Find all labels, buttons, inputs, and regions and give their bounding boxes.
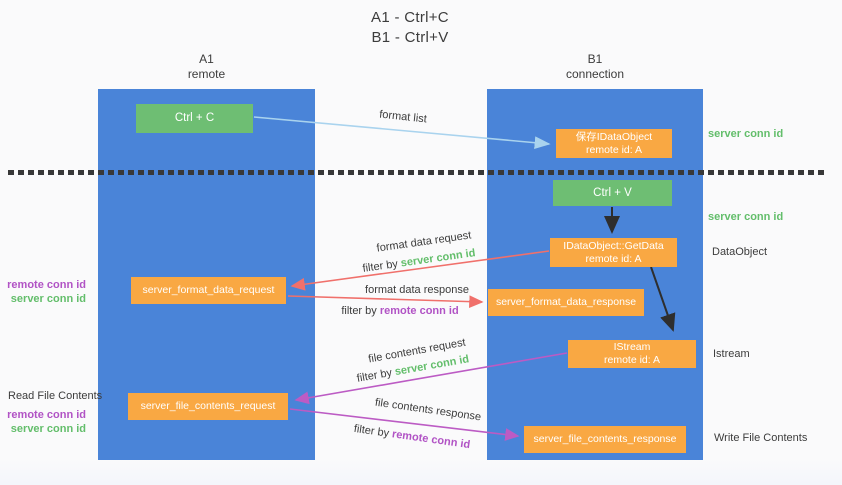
- server-conn-id-label-format: server conn id: [10, 293, 86, 305]
- lane-b-name: B1: [587, 52, 603, 66]
- server-format-data-response-box: server_format_data_response: [488, 289, 644, 316]
- server-format-data-request-box: server_format_data_request: [131, 277, 286, 304]
- remote-conn-id-inline-2: remote conn id: [391, 428, 471, 452]
- read-file-contents-label: Read File Contents: [8, 390, 103, 402]
- format-list-label: format list: [378, 108, 428, 126]
- format-data-response-label: format data response: [365, 284, 469, 296]
- title-line-1: A1 - Ctrl+C: [371, 9, 449, 26]
- getdata-line2: remote id: A: [585, 252, 642, 265]
- server-conn-id-label-top: server conn id: [708, 128, 784, 140]
- remote-conn-id-inline-1: remote conn id: [379, 305, 459, 317]
- server-file-contents-request-box: server_file_contents_request: [128, 393, 288, 420]
- diagram-title: A1 - Ctrl+C B1 - Ctrl+V: [0, 8, 820, 48]
- server-file-contents-response-box: server_file_contents_response: [524, 426, 686, 453]
- filter-by-text-1: filter by: [361, 258, 399, 275]
- remote-conn-id-label-format: remote conn id: [7, 279, 86, 291]
- getdata-line1: IDataObject::GetData: [563, 239, 664, 252]
- file-contents-response-label: file contents response: [374, 396, 482, 424]
- server-conn-id-label-file: server conn id: [10, 423, 86, 435]
- format-request-label: server_format_data_request: [142, 284, 275, 296]
- remote-conn-id-label-file: remote conn id: [7, 409, 86, 421]
- save-idataobject-line2: remote id: A: [585, 143, 643, 156]
- write-file-contents-label: Write File Contents: [714, 432, 808, 444]
- file-response-label: server_file_contents_response: [533, 433, 677, 445]
- lane-a-subtitle: remote: [187, 67, 226, 81]
- idataobject-getdata-box: IDataObject::GetData remote id: A: [550, 238, 677, 267]
- filter-by-text-3: filter by: [355, 366, 393, 385]
- istream-box: IStream remote id: A: [568, 340, 696, 368]
- session-divider-dotted-line: [8, 170, 826, 175]
- file-conn-id-labels: remote conn id server conn id: [0, 408, 86, 436]
- file-response-filter-label: filter by remote conn id: [353, 423, 471, 451]
- save-idataobject-line1: 保存IDataObject: [575, 130, 653, 143]
- ctrl-c-box: Ctrl + C: [136, 104, 253, 133]
- lane-a-name: A1: [199, 52, 214, 66]
- file-request-label: server_file_contents_request: [140, 400, 276, 412]
- filter-by-text-4: filter by: [353, 422, 390, 440]
- format-conn-id-labels: remote conn id server conn id: [0, 278, 86, 306]
- lane-b-header: B1 connection: [487, 52, 703, 82]
- dataobject-label: DataObject: [712, 246, 768, 258]
- lane-a-header: A1 remote: [98, 52, 315, 82]
- istream-side-label: Istream: [713, 348, 750, 360]
- lane-b-subtitle: connection: [565, 67, 625, 81]
- ctrl-c-label: Ctrl + C: [174, 112, 215, 124]
- server-conn-id-inline-1: server conn id: [400, 247, 477, 270]
- server-conn-id-label-mid: server conn id: [708, 211, 784, 223]
- ctrl-v-label: Ctrl + V: [593, 186, 632, 199]
- format-response-filter-label: filter by remote conn id: [341, 305, 458, 317]
- istream-line1: IStream: [613, 341, 651, 353]
- save-idataobject-box: 保存IDataObject remote id: A: [556, 129, 672, 158]
- format-response-label: server_format_data_response: [495, 296, 637, 308]
- format-data-response-arrow: [287, 295, 484, 309]
- ctrl-v-box: Ctrl + V: [553, 180, 672, 206]
- istream-line2: remote id: A: [603, 354, 661, 366]
- filter-by-text-2: filter by: [341, 305, 377, 317]
- title-line-2: B1 - Ctrl+V: [371, 29, 449, 46]
